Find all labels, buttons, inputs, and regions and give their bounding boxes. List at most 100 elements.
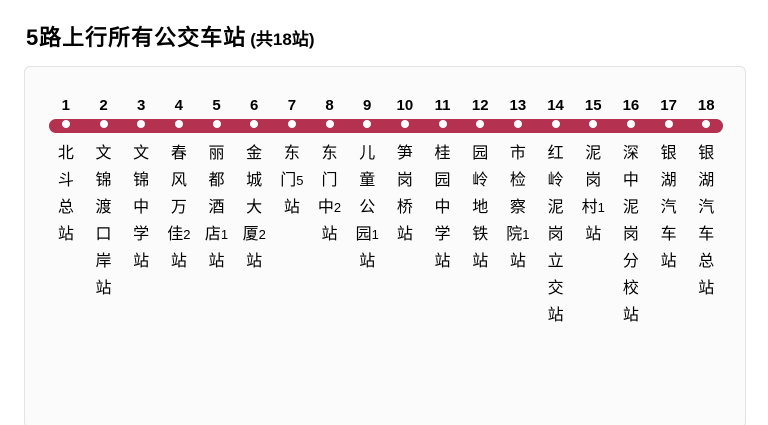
station-name-char: 站: [698, 280, 715, 297]
station-index: 9: [363, 97, 372, 114]
station-name-char: 渡: [95, 199, 112, 216]
station-name-char: 汽: [660, 199, 677, 216]
station-name-char: 站: [359, 253, 376, 270]
station-dot-slot: [198, 117, 236, 131]
station-name-char: 站: [246, 253, 263, 270]
station-name-char: 红: [547, 145, 564, 162]
station-index: 13: [509, 97, 527, 114]
station-index: 7: [287, 97, 297, 114]
station-index: 3: [137, 97, 146, 114]
station-name-char: 站: [396, 226, 413, 243]
station-name-char: 总: [57, 199, 74, 216]
station-name-char: 深: [622, 145, 639, 162]
station-name-char: 市: [509, 145, 526, 162]
station-dot-slot: [47, 117, 85, 131]
station-name-char: 站: [208, 253, 225, 270]
station-name-char: 门5: [280, 172, 304, 189]
station-column: 3 文锦中学站: [122, 95, 160, 329]
route-title: 5路上行所有公交车站: [26, 25, 247, 50]
station-dot: [664, 120, 673, 128]
station-column: 10 笋岗桥站: [386, 95, 424, 329]
station-name-char: 岗: [396, 172, 413, 189]
station-dot-slot: [85, 117, 123, 131]
station-name-char: 岸: [95, 253, 112, 270]
station-name-char: 湖: [698, 172, 715, 189]
station-dot-slot: [311, 117, 349, 131]
station-name-char: 厦2: [242, 226, 266, 243]
station-dot: [99, 120, 108, 128]
station-index: 6: [250, 97, 259, 114]
station-name-char: 岗: [585, 172, 602, 189]
station-name: 笋岗桥站: [397, 140, 413, 248]
station-index: 16: [622, 97, 640, 114]
station-name: 银湖汽车站: [661, 140, 677, 275]
station-index: 10: [396, 97, 414, 114]
station-name-char: 铁: [472, 226, 489, 243]
station-name-char: 锦: [95, 172, 112, 189]
station-name-digit: 1: [522, 227, 530, 242]
station-index: 18: [697, 97, 715, 114]
station-name-char: 泥: [585, 145, 602, 162]
station-name: 春风万佳2 站: [167, 140, 190, 275]
station-index: 8: [325, 97, 334, 114]
station-name-char: 春: [170, 145, 187, 162]
station-name-char: 站: [133, 253, 150, 270]
station-name-char: 店1: [204, 226, 229, 243]
station-name: 文锦渡口岸站: [96, 140, 112, 302]
station-dot-slot: [386, 117, 424, 131]
station-dot: [476, 120, 485, 128]
station-name-digit: 2: [183, 227, 191, 242]
station-name-char: 东: [321, 145, 338, 162]
station-name-char: 中: [434, 199, 451, 216]
station-name: 桂园中学站: [435, 140, 451, 275]
station-dot-slot: [687, 117, 725, 131]
station-dot-slot: [273, 117, 311, 131]
station-name-char: 校: [622, 280, 639, 297]
station-dot: [702, 120, 711, 128]
station-name-digit: 1: [220, 227, 229, 242]
station-dot: [174, 120, 183, 128]
station-name-char: 岗: [547, 226, 564, 243]
station-name-char: 东: [283, 145, 300, 162]
station-name-char: 站: [585, 226, 602, 243]
station-name-char: 文: [95, 145, 112, 162]
station-name-char: 风: [170, 172, 187, 189]
station-name-char: 站: [547, 307, 564, 324]
station-name-char: 站: [434, 253, 451, 270]
station-name-char: 佳2: [167, 226, 191, 243]
station-name-digit: 5: [296, 173, 304, 188]
station-name-char: 湖: [660, 172, 677, 189]
station-dot-slot: [160, 117, 198, 131]
station-name-char: 站: [170, 253, 187, 270]
station-name-char: 万: [170, 199, 187, 216]
station-name-char: 村1: [581, 199, 605, 216]
station-name-char: 汽: [698, 199, 715, 216]
station-name-char: 站: [472, 253, 489, 270]
station-dot: [589, 120, 598, 128]
station-dot-slot: [424, 117, 462, 131]
station-name-char: 中: [622, 172, 639, 189]
station-name-char: 地: [472, 199, 489, 216]
station-name-char: 站: [321, 226, 338, 243]
station-name-char: 桥: [396, 199, 413, 216]
station-name-char: 总: [698, 253, 715, 270]
station-name-char: 都: [208, 172, 225, 189]
station-name: 文锦中学站: [133, 140, 149, 275]
station-name-char: 童: [359, 172, 376, 189]
station-dot: [250, 120, 259, 128]
station-name-char: 口: [95, 226, 112, 243]
